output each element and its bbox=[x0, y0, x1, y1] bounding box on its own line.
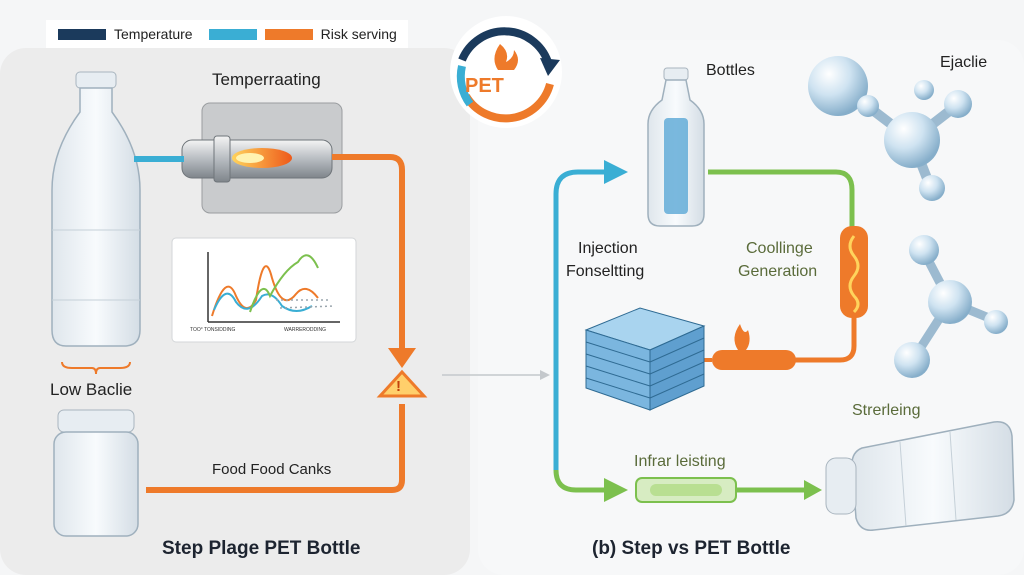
tall-bottle-icon bbox=[51, 71, 141, 347]
cooling-label-line2: Generation bbox=[738, 263, 818, 280]
legend-swatch-risk bbox=[264, 28, 313, 40]
green-flow-line bbox=[708, 169, 855, 230]
heater-label: Temperraating bbox=[212, 70, 321, 89]
flow-arrow-right-green-icon bbox=[604, 478, 628, 502]
jar-icon bbox=[53, 409, 139, 537]
cooling-label-line1: Coollinge bbox=[746, 240, 813, 257]
molecule-top-icon bbox=[808, 56, 972, 201]
infrared-core-icon bbox=[650, 484, 722, 496]
bottle-label: Low Baclie bbox=[50, 380, 133, 399]
cooling-capsule-icon bbox=[840, 226, 868, 318]
brace-icon bbox=[61, 361, 131, 375]
graph-label-left: TOO° TONSIDDING bbox=[190, 327, 236, 333]
warning-symbol: ! bbox=[396, 378, 401, 395]
injection-label-line2: Fonseltting bbox=[566, 263, 645, 280]
orange-flow-line bbox=[332, 154, 405, 355]
warning-icon bbox=[376, 369, 428, 398]
flow-arrow-end-icon bbox=[804, 480, 822, 500]
logo-text: PET bbox=[465, 75, 504, 97]
molecule-label: Ejaclie bbox=[940, 54, 988, 71]
preform-bottle-icon bbox=[647, 67, 705, 227]
preform-stack-icon bbox=[584, 307, 706, 411]
right-title: (b) Step vs PET Bottle bbox=[592, 538, 791, 559]
flame-icon bbox=[734, 324, 750, 350]
pet-recycle-logo bbox=[450, 16, 562, 128]
heater-unit-icon bbox=[181, 102, 343, 214]
flow-arrow-right-icon bbox=[604, 160, 628, 184]
finished-bottle-icon bbox=[825, 421, 1015, 531]
heating-rod-icon bbox=[712, 350, 796, 370]
legend: Temperature Risk serving bbox=[46, 20, 408, 48]
jar-label: Food Food Canks bbox=[212, 461, 332, 478]
molecule-bottom-icon bbox=[894, 235, 1008, 378]
legend-swatch-temperature bbox=[58, 28, 106, 40]
infrared-label: Infrar leisting bbox=[634, 453, 726, 470]
bottles-label: Bottles bbox=[706, 62, 755, 79]
legend-swatch-blue bbox=[208, 28, 257, 40]
orange-return-line bbox=[146, 404, 405, 493]
blue-flow-line bbox=[553, 169, 612, 470]
sterile-label: Strerleing bbox=[852, 402, 921, 419]
temperature-graph-card bbox=[171, 237, 357, 343]
divider-arrowhead-icon bbox=[540, 370, 550, 380]
left-title: Step Plage PET Bottle bbox=[162, 538, 361, 559]
graph-label-right: WARRERODDING bbox=[284, 327, 327, 333]
flow-arrow-down-icon bbox=[388, 348, 416, 368]
legend-label-risk: Risk serving bbox=[320, 26, 397, 42]
heat-wave-icon bbox=[848, 235, 860, 314]
injection-label-line1: Injection bbox=[578, 240, 638, 257]
legend-label-temperature: Temperature bbox=[114, 26, 193, 42]
orange-heat-line bbox=[794, 318, 857, 363]
green-lower-line bbox=[553, 469, 612, 493]
